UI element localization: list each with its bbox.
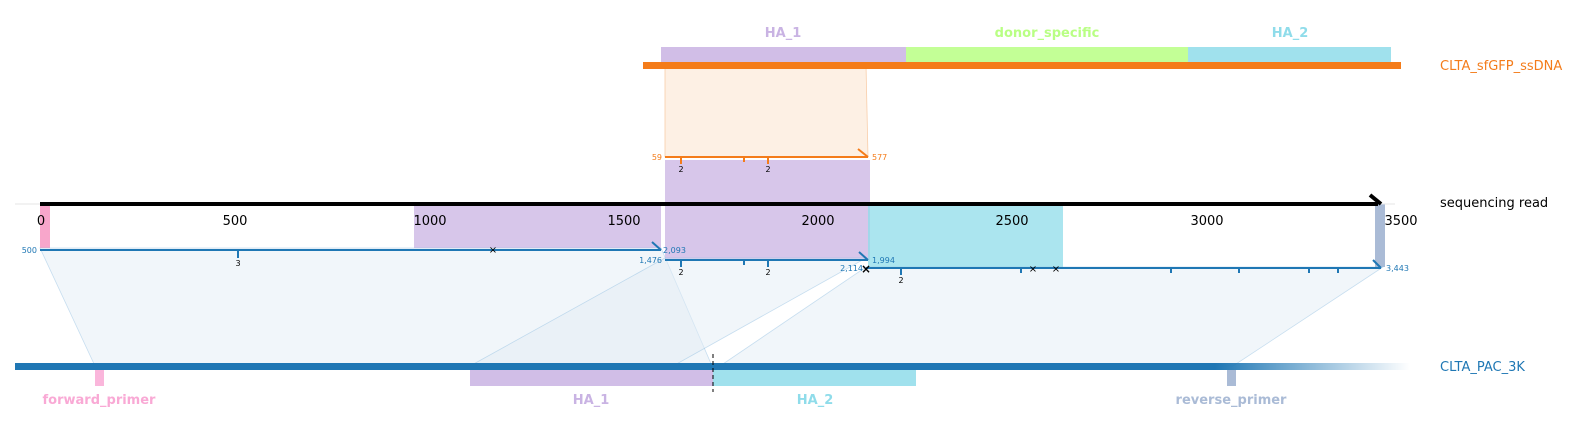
target-reverse-primer-feature [1227, 370, 1236, 386]
donor-ha2-feature [1188, 47, 1391, 63]
donor-alignment: 59 577 2 2 [652, 148, 887, 174]
donor-alignment-start: 59 [652, 153, 662, 162]
target-ha1-label: HA_1 [573, 393, 610, 408]
read-track: sequencing read 0 500 1000 1500 2000 250… [15, 193, 1548, 229]
read-ha1-band-mid [665, 160, 870, 260]
alignment-arrow [858, 251, 869, 261]
target-alignment-1: × 500 2,093 3 [22, 241, 686, 268]
target-reverse-primer-label: reverse_primer [1176, 393, 1288, 408]
read-tick-label: 1000 [413, 214, 446, 229]
donor-specific-label: donor_specific [995, 26, 1100, 41]
read-reverse-primer-band [1375, 204, 1385, 267]
target-bar-fade [1215, 363, 1410, 370]
alignment-mark: 3 [235, 259, 240, 268]
read-label: sequencing read [1440, 196, 1548, 211]
read-tick-label: 1500 [607, 214, 640, 229]
alignment-mark: 2 [765, 268, 770, 277]
donor-track: HA_1 donor_specific HA_2 CLTA_sfGFP_ssDN… [643, 26, 1562, 74]
alignment-end: 2,093 [663, 246, 686, 255]
alignment-end: 1,994 [872, 256, 895, 265]
alignment-mark: 2 [898, 276, 903, 285]
read-ha2-band [868, 204, 1063, 267]
donor-alignment-arrow [857, 148, 869, 158]
target-track: forward_primer HA_1 HA_2 reverse_primer … [15, 354, 1525, 408]
target-alignment-3: × × × 2,114 3,443 2 [840, 259, 1409, 285]
read-ha1-band-left [414, 204, 661, 248]
alignment-end: 3,443 [1386, 264, 1409, 273]
target-bar [15, 363, 1215, 370]
target-ha2-feature [713, 370, 916, 386]
read-forward-primer-mark [40, 204, 50, 248]
donor-specific-feature [906, 47, 1188, 63]
alignment-arrow [1372, 259, 1382, 269]
donor-projection [664, 64, 869, 158]
alignment-start: 2,114 [840, 264, 863, 273]
mismatch-mark: × [1052, 264, 1060, 275]
mismatch-mark: × [489, 245, 497, 256]
target-forward-primer-feature [95, 370, 104, 386]
alignment-start: 500 [22, 246, 37, 255]
donor-ha1-label: HA_1 [765, 26, 802, 41]
read-tick-label: 500 [223, 214, 248, 229]
read-tick-label: 3000 [1190, 214, 1223, 229]
read-arrowhead [1368, 193, 1383, 206]
donor-bar [643, 62, 1401, 69]
target-name-label: CLTA_PAC_3K [1440, 360, 1525, 375]
donor-name-label: CLTA_sfGFP_ssDNA [1440, 59, 1562, 74]
alignment-mark: 2 [678, 268, 683, 277]
read-tick-label: 2500 [995, 214, 1028, 229]
mismatch-mark: × [1029, 264, 1037, 275]
read-tick-label: 0 [37, 214, 45, 229]
target-alignment-2: 1,476 1,994 2 2 [639, 251, 895, 277]
target-ha2-label: HA_2 [797, 393, 834, 408]
alignment-arrow [651, 241, 662, 251]
donor-alignment-end: 577 [872, 153, 887, 162]
read-tick-label: 3500 [1384, 214, 1417, 229]
read-axis-ticks: 0 500 1000 1500 2000 2500 3000 3500 [37, 214, 1418, 229]
target-ha1-feature [470, 370, 713, 386]
alignment-start: 1,476 [639, 256, 662, 265]
donor-ha2-label: HA_2 [1272, 26, 1309, 41]
donor-ha1-feature [661, 47, 906, 63]
donor-alignment-mark: 2 [765, 165, 770, 174]
donor-alignment-mark: 2 [678, 165, 683, 174]
mismatch-mark: × [861, 262, 871, 276]
target-forward-primer-label: forward_primer [43, 393, 157, 408]
read-tick-label: 2000 [801, 214, 834, 229]
